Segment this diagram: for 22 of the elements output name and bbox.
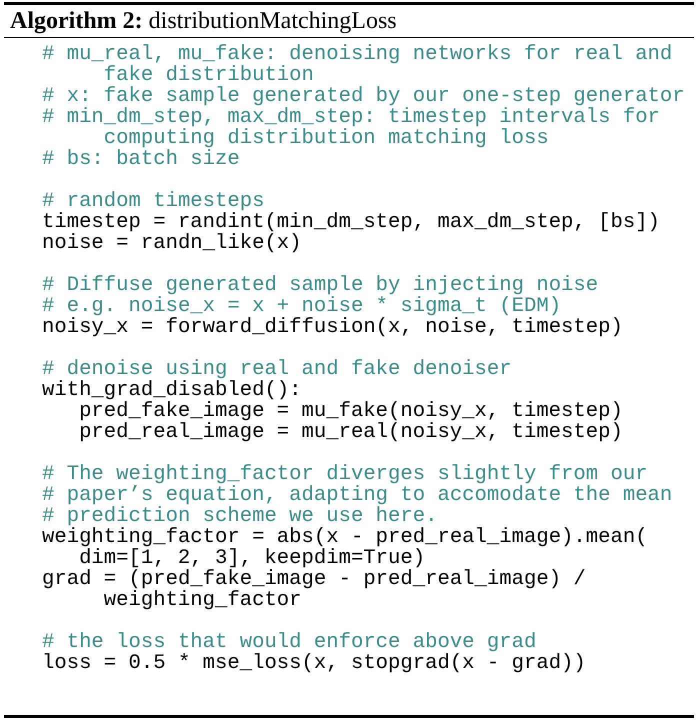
code-comment: # The weighting_factor diverges slightly from our — [42, 464, 648, 485]
code-comment: # denoise using real and fake denoiser — [42, 359, 512, 380]
code-line: grad = (pred_fake_image - pred_real_image) / weighting_factor — [42, 569, 587, 611]
code-line: noise = randn_like(x) — [42, 233, 302, 254]
code-line: noisy_x = forward_diffusion(x, noise, timestep) — [42, 317, 623, 338]
code-comment: # random timesteps — [42, 191, 264, 212]
code-comment: # x: fake sample generated by our one-step generator — [42, 86, 685, 107]
code-comment: # min_dm_step, max_dm_step: timestep intervals for computing distribution matching loss — [42, 107, 661, 149]
code-comment: # the loss that would enforce above grad — [42, 632, 536, 653]
code-line: with_grad_disabled(): — [42, 380, 302, 401]
code-line: weighting_factor = abs(x - pred_real_image).mean( dim=[1, 2, 3], keepdim=True) — [42, 527, 649, 569]
code-comment: # Diffuse generated sample by injecting noise — [42, 275, 598, 296]
code-comment: # prediction scheme we use here. — [42, 506, 438, 527]
code-comment: # bs: batch size — [42, 149, 240, 170]
code-comment: # mu_real, mu_fake: denoising networks for real and fake distribution — [42, 44, 674, 86]
code-line: loss = 0.5 * mse_loss(x, stopgrad(x - grad)) — [42, 653, 586, 674]
algorithm-title: Algorithm 2: distributionMatchingLoss — [10, 7, 397, 36]
code-line: timestep = randint(min_dm_step, max_dm_step, [bs]) — [42, 212, 660, 233]
code-line: pred_real_image = mu_real(noisy_x, timestep) — [79, 422, 623, 443]
code-line: pred_fake_image = mu_fake(noisy_x, timestep) — [79, 401, 623, 422]
code-comment: # e.g. noise_x = x + noise * sigma_t (EDM) — [42, 296, 562, 317]
code-comment: # paper’s equation, adapting to accomodate the mean — [42, 485, 672, 506]
